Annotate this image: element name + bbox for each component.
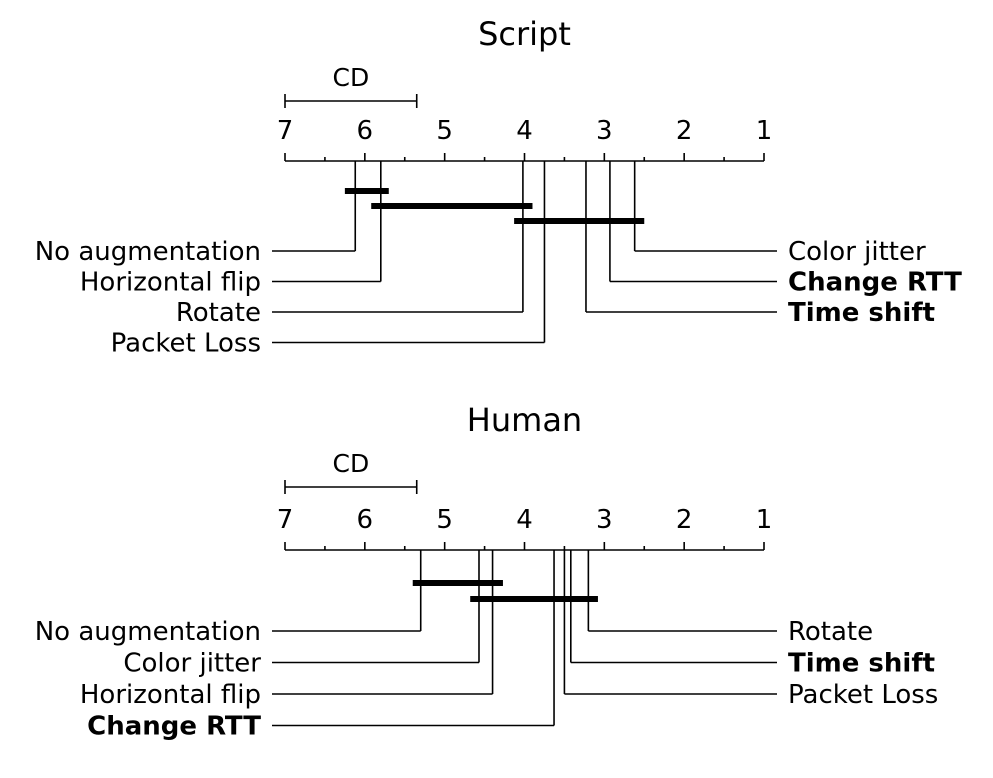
- axis-tick-label: 2: [676, 116, 693, 146]
- axis-tick-label: 7: [277, 505, 294, 535]
- method-label: Color jitter: [788, 237, 926, 267]
- method-label: No augmentation: [35, 617, 261, 647]
- axis-tick-label: 3: [596, 116, 613, 146]
- axis-tick-label: 5: [436, 505, 453, 535]
- method-label: Rotate: [788, 617, 873, 647]
- chart-title: Human: [467, 401, 582, 439]
- method-label: Rotate: [176, 298, 261, 328]
- method-label: No augmentation: [35, 237, 261, 267]
- axis-tick-label: 4: [516, 116, 533, 146]
- method-label: Horizontal flip: [80, 268, 261, 298]
- method-label: Color jitter: [123, 649, 261, 679]
- cd-label: CD: [333, 449, 370, 478]
- axis-tick-label: 3: [596, 505, 613, 535]
- axis-tick-label: 2: [676, 505, 693, 535]
- method-label: Packet Loss: [788, 680, 938, 710]
- axis-tick-label: 4: [516, 505, 533, 535]
- axis-tick-label: 1: [756, 505, 773, 535]
- method-label: Change RTT: [87, 712, 261, 742]
- axis-tick-label: 6: [357, 116, 374, 146]
- axis-tick-label: 7: [277, 116, 294, 146]
- axis-tick-label: 1: [756, 116, 773, 146]
- chart-title: Script: [478, 15, 571, 53]
- method-label: Time shift: [788, 298, 935, 328]
- method-label: Packet Loss: [111, 329, 261, 359]
- axis-tick-label: 6: [357, 505, 374, 535]
- method-label: Time shift: [788, 649, 935, 679]
- method-label: Change RTT: [788, 268, 962, 298]
- method-label: Horizontal flip: [80, 680, 261, 710]
- axis-tick-label: 5: [436, 116, 453, 146]
- cd-label: CD: [333, 63, 370, 92]
